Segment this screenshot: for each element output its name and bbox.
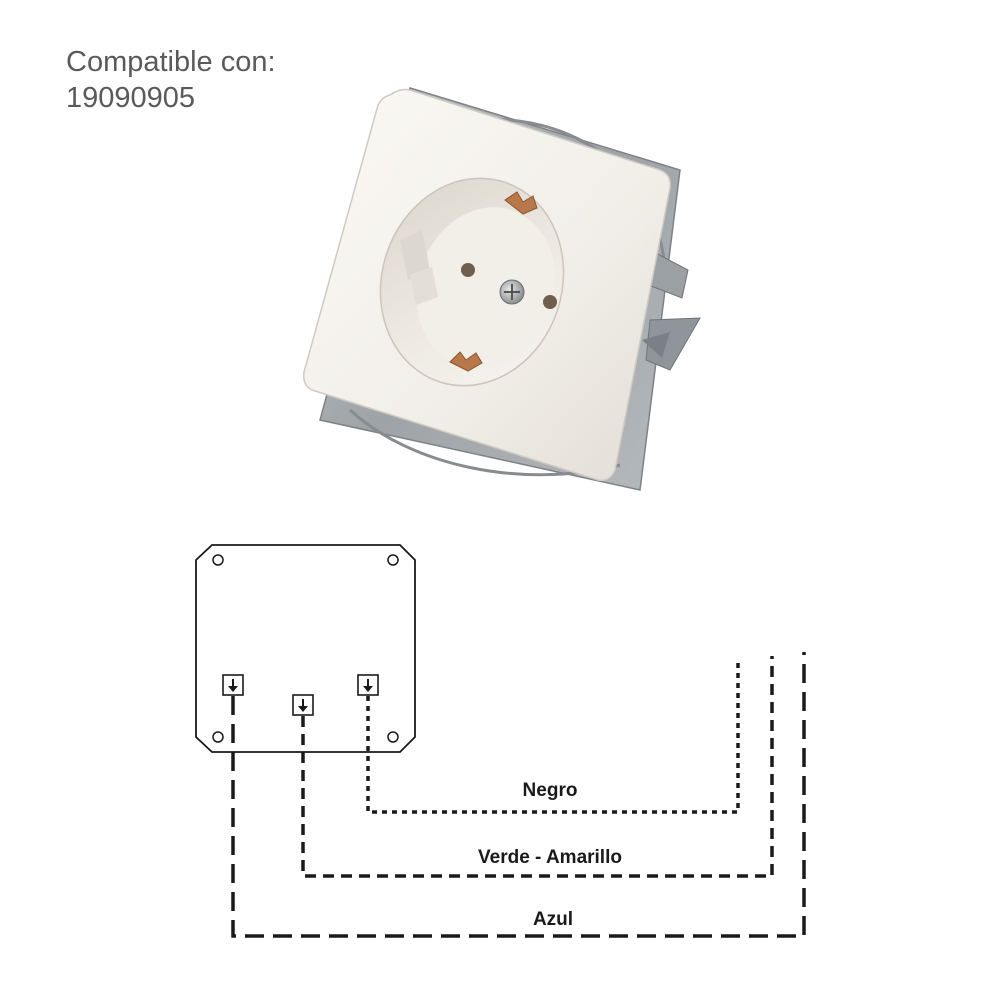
wire-label-azul: Azul (533, 909, 573, 930)
terminal-earth (292, 694, 314, 716)
wire-negro (366, 660, 740, 814)
mounting-hole (387, 554, 399, 566)
terminal-left (222, 674, 244, 696)
compatibility-code: 19090905 (66, 82, 196, 114)
mounting-hole (212, 554, 224, 566)
mounting-hole (387, 731, 399, 743)
wire-label-negro: Negro (523, 780, 578, 801)
schuko-socket-icon (302, 87, 701, 491)
compatibility-note: Compatible con: 19090905 (66, 44, 276, 116)
socket-outlet (379, 177, 565, 387)
wire-azul (231, 652, 806, 938)
mounting-hole (212, 731, 224, 743)
compatibility-heading: Compatible con: (66, 46, 276, 78)
wire-verde-amarillo (301, 656, 774, 878)
wire-label-verde-amarillo: Verde - Amarillo (478, 847, 622, 868)
socket-base-outline (195, 544, 416, 753)
terminal-right (357, 674, 379, 696)
